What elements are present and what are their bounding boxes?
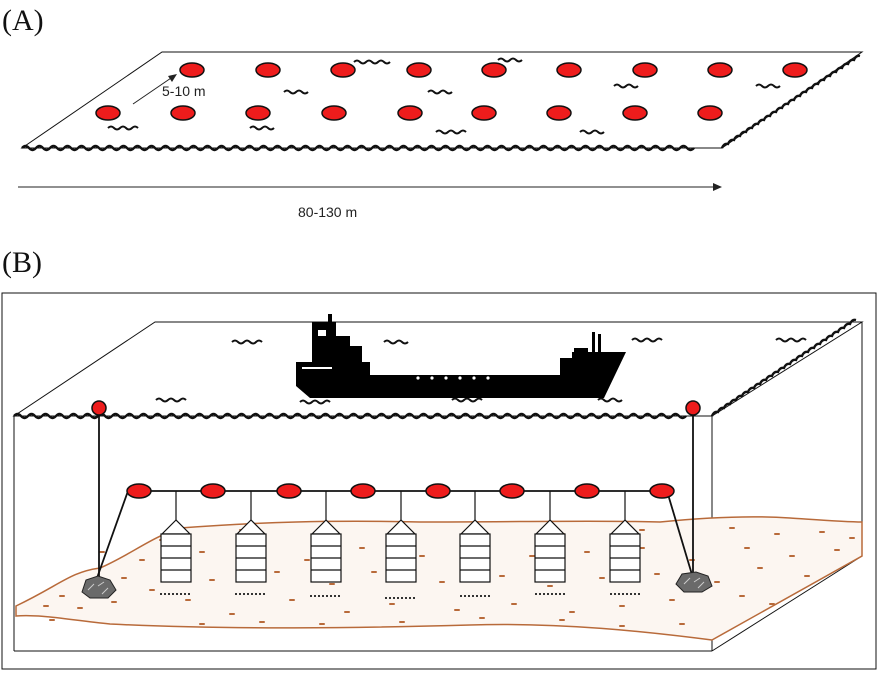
buoy-icon: [350, 483, 376, 499]
width-label: 80-130 m: [298, 204, 357, 220]
buoy-icon: [546, 105, 572, 121]
buoy-icon: [406, 62, 432, 78]
buoy-icon: [685, 400, 701, 416]
buoy-icon: [170, 105, 196, 121]
buoy-icon: [276, 483, 302, 499]
buoy-icon: [556, 62, 582, 78]
panel-b-waves: [155, 337, 807, 405]
wave-icon: [579, 129, 605, 135]
lantern-nets: [160, 519, 641, 583]
wave-icon: [451, 397, 483, 403]
panel-a-label: (A): [2, 4, 44, 37]
buoy-icon: [179, 62, 205, 78]
wave-icon: [775, 337, 807, 343]
ship-icon: [296, 314, 626, 398]
buoy-icon: [95, 105, 121, 121]
panel-b-label: (B): [2, 246, 42, 279]
buoy-icon: [330, 62, 356, 78]
lantern-net-icon: [385, 519, 417, 583]
buoy-icon: [574, 483, 600, 499]
buoy-icon: [397, 105, 423, 121]
wave-icon: [597, 397, 623, 403]
marker-buoys: [91, 400, 701, 416]
buoy-icon: [245, 105, 271, 121]
wave-icon: [155, 397, 187, 403]
wave-icon: [299, 399, 331, 405]
lantern-net-icon: [459, 519, 491, 583]
buoy-icon: [707, 62, 733, 78]
lantern-net-icon: [609, 519, 641, 583]
drop-lines: [175, 491, 626, 520]
wave-icon: [755, 83, 781, 89]
lantern-net-icon: [235, 519, 267, 583]
buoy-icon: [91, 400, 107, 416]
buoy-icon: [649, 483, 675, 499]
buoy-icon: [697, 105, 723, 121]
wave-icon: [427, 89, 453, 95]
spacing-arrow: [132, 74, 177, 105]
anchor-rock-icon: [81, 575, 117, 599]
wave-icon: [283, 89, 309, 95]
width-arrow: [18, 183, 722, 191]
wave-icon: [249, 125, 275, 131]
buoy-icon: [481, 62, 507, 78]
wave-icon: [107, 125, 139, 131]
buoy-icon: [782, 62, 808, 78]
wave-icon: [435, 129, 467, 135]
buoy-icon: [321, 105, 347, 121]
wave-icon: [613, 83, 639, 89]
wave-icon: [631, 337, 663, 343]
panel-b-right-wave: [710, 318, 857, 417]
lantern-net-icon: [160, 519, 192, 583]
backbone-buoys: [126, 483, 675, 499]
buoy-icon: [425, 483, 451, 499]
buoy-icon: [622, 105, 648, 121]
lantern-net-icon: [310, 519, 342, 583]
buoy-icon: [632, 62, 658, 78]
panel-a-waves: [107, 57, 781, 135]
buoy-icon: [126, 483, 152, 499]
panel-b-frame: [1, 292, 877, 670]
panel-a-right-wave: [720, 54, 861, 149]
wave-icon: [497, 57, 523, 63]
seabed: [15, 516, 863, 641]
buoy-icon: [471, 105, 497, 121]
panel-a-front-wave: [21, 144, 695, 152]
buoy-icon: [499, 483, 525, 499]
spacing-label: 5-10 m: [162, 83, 206, 99]
buoy-icon: [200, 483, 226, 499]
panel-a-surface: [20, 51, 864, 152]
net-shadows: [160, 593, 642, 599]
buoy-icon: [255, 62, 281, 78]
wave-icon: [353, 59, 391, 65]
lantern-net-icon: [534, 519, 566, 583]
wave-icon: [231, 339, 263, 345]
wave-icon: [383, 339, 409, 345]
anchor-rock-icon: [675, 571, 713, 593]
panel-a-buoys: [95, 62, 808, 121]
panel-b-front-wave: [13, 412, 687, 420]
